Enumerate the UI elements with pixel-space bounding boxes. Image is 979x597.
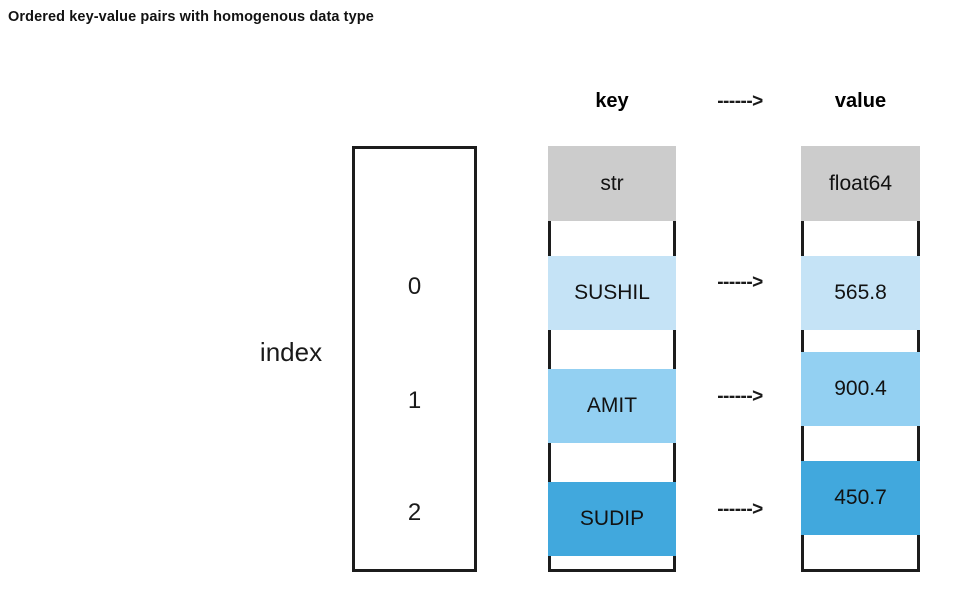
- value-cell-row-0: 565.8: [801, 256, 920, 330]
- key-cell-row-0: SUSHIL: [548, 256, 676, 330]
- arrow-icon: ------>: [717, 91, 763, 112]
- arrow-icon: ------>: [717, 386, 763, 407]
- key-column-box: str SUSHIL AMIT SUDIP: [548, 146, 676, 572]
- value-column-header: value: [834, 90, 887, 112]
- value-type-cell: float64: [801, 146, 920, 221]
- key-cell-row-2: SUDIP: [548, 482, 676, 556]
- value-column-box: float64 565.8 900.4 450.7: [801, 146, 920, 572]
- index-cell-0: 0: [407, 273, 422, 300]
- row-arrow-1: ------>: [690, 387, 790, 406]
- key-column-header: key: [595, 90, 629, 112]
- page-title: Ordered key-value pairs with homogenous …: [8, 9, 374, 25]
- row-arrow-2: ------>: [690, 500, 790, 519]
- key-type-cell: str: [548, 146, 676, 221]
- header-mapping-arrow: ------>: [690, 92, 790, 111]
- index-label: index: [259, 337, 323, 367]
- row-arrow-0: ------>: [690, 273, 790, 292]
- index-column-box: 0 1 2: [352, 146, 477, 572]
- arrow-icon: ------>: [717, 272, 763, 293]
- value-cell-row-1: 900.4: [801, 352, 920, 426]
- arrow-icon: ------>: [717, 499, 763, 520]
- index-cell-1: 1: [407, 387, 422, 414]
- value-cell-row-2: 450.7: [801, 461, 920, 535]
- index-cell-2: 2: [407, 499, 422, 526]
- key-cell-row-1: AMIT: [548, 369, 676, 443]
